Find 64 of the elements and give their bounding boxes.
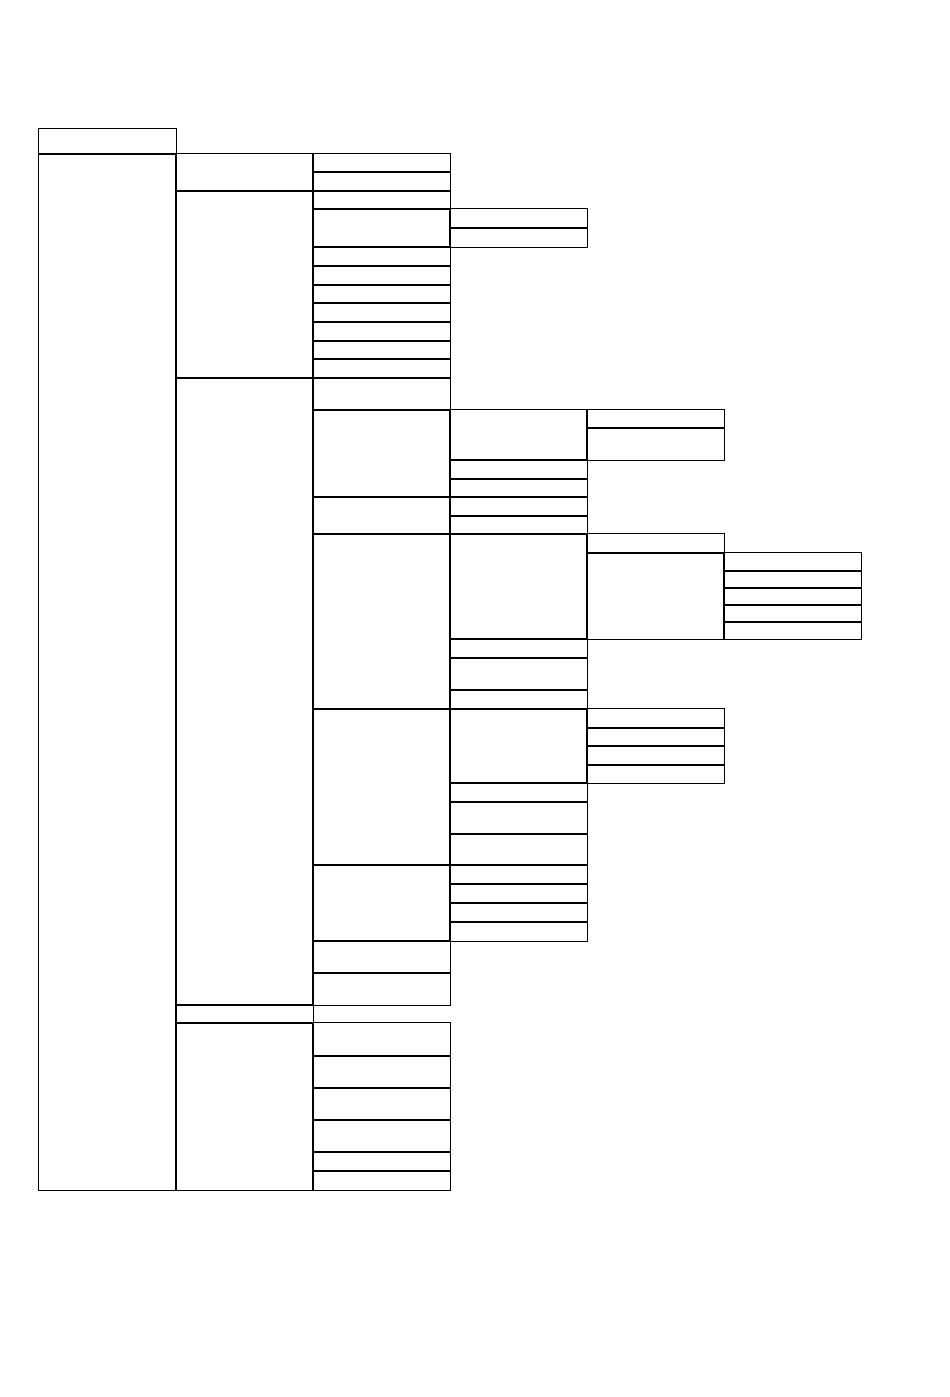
table-cell	[312, 708, 451, 866]
table-cell	[312, 1022, 451, 1057]
table-cell	[312, 340, 451, 360]
table-cell	[449, 708, 588, 784]
table-cell	[449, 902, 588, 923]
table-cell	[723, 552, 862, 572]
table-cell	[312, 1151, 451, 1172]
table-cell	[586, 708, 725, 729]
table-cell	[449, 459, 588, 480]
table-cell	[449, 478, 588, 498]
table-cell	[723, 621, 862, 640]
table-cell	[449, 921, 588, 942]
table-cell	[38, 153, 177, 1191]
table-cell	[312, 190, 451, 210]
table-cell	[312, 864, 451, 942]
table-cell	[175, 153, 314, 192]
table-cell	[38, 128, 177, 155]
table-cell	[449, 638, 588, 659]
table-cell	[449, 883, 588, 904]
table-cell	[312, 284, 451, 304]
table-cell	[312, 321, 451, 342]
table-cell	[312, 246, 451, 267]
table-cell	[312, 940, 451, 974]
table-cell	[449, 496, 588, 517]
table-cell	[312, 171, 451, 192]
table-cell	[175, 377, 314, 1006]
table-cell	[312, 358, 451, 379]
table-cell	[586, 552, 725, 640]
table-cell	[312, 972, 451, 1006]
table-cell	[312, 153, 451, 173]
table-cell	[312, 533, 451, 710]
table-cell	[175, 190, 314, 379]
table-cell	[449, 689, 588, 710]
table-cell	[449, 833, 588, 866]
table-cell	[723, 570, 862, 589]
table-cell	[449, 801, 588, 835]
table-cell	[449, 533, 588, 640]
table-cell	[312, 302, 451, 323]
table-cell	[312, 409, 451, 498]
table-cell	[312, 1087, 451, 1121]
table-cell	[586, 409, 725, 429]
table-cell	[312, 496, 451, 535]
table-cell	[723, 587, 862, 606]
table-cell	[175, 1004, 314, 1024]
table-cell	[586, 533, 725, 554]
table-cell	[449, 208, 588, 229]
table-cell	[586, 764, 725, 784]
table-cell	[449, 515, 588, 535]
table-cell	[723, 604, 862, 623]
table-cell	[312, 1119, 451, 1153]
table-cell	[312, 377, 451, 411]
table-cell	[586, 745, 725, 766]
table-cell	[312, 1055, 451, 1089]
table-cell	[586, 727, 725, 747]
table-cell	[586, 427, 725, 461]
table-cell	[449, 227, 588, 248]
table-cell	[175, 1022, 314, 1191]
table-cell	[312, 265, 451, 286]
table-cell	[449, 409, 588, 461]
table-cell	[449, 864, 588, 885]
table-cell	[449, 782, 588, 803]
table-cell	[449, 657, 588, 691]
table-cell	[312, 208, 451, 248]
table-cell	[312, 1170, 451, 1191]
